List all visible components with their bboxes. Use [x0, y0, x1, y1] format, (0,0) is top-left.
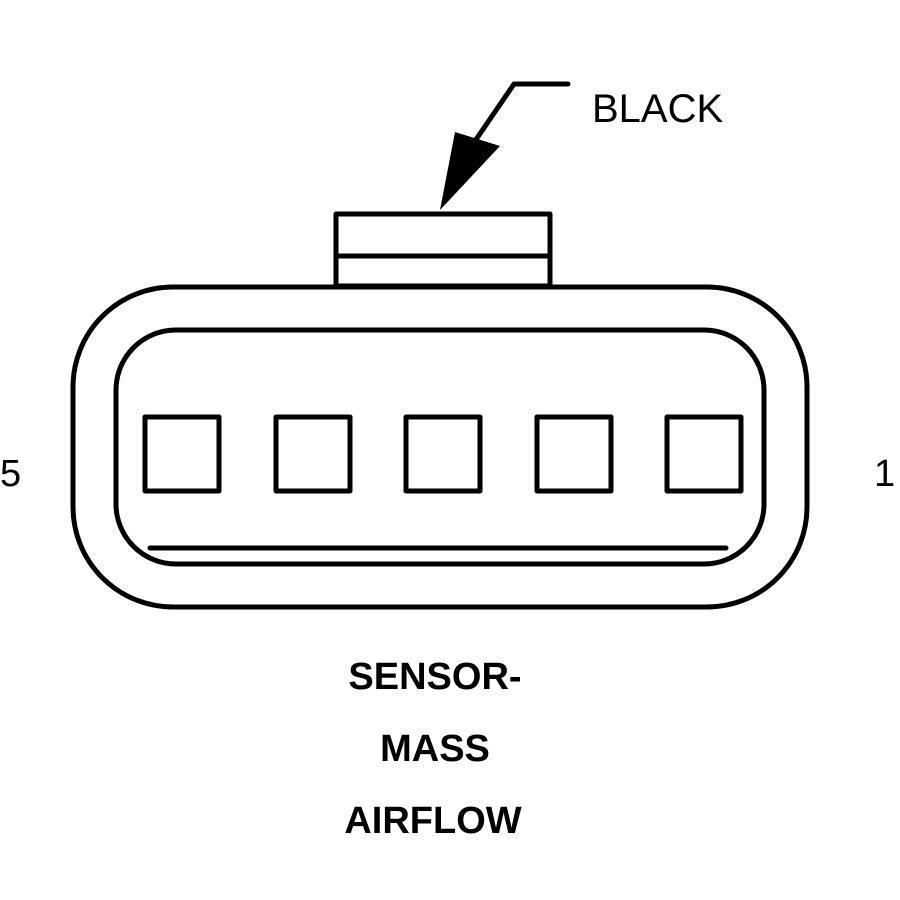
pin-cavity-4 [273, 414, 353, 494]
title-line-1: SENSOR- [348, 656, 521, 698]
connector-title: SENSOR- MASS AIRFLOW [344, 656, 521, 842]
leader-line [459, 81, 571, 163]
leader-arrowhead [440, 132, 500, 210]
pin-cavity-3 [403, 414, 483, 494]
wire-color-label: BLACK [592, 87, 723, 131]
pin-cavity-5 [142, 414, 222, 494]
connector-housing-inner [113, 327, 767, 567]
pin-cavity-1 [664, 414, 744, 494]
title-line-2: MASS [380, 728, 490, 770]
pin-cavity-2 [534, 414, 614, 494]
pin-1-label: 1 [874, 453, 895, 495]
pin-cavities [142, 414, 744, 494]
connector-latch [333, 211, 553, 289]
connector-housing-outer [70, 284, 810, 610]
latch-body [333, 211, 553, 289]
title-line-3: AIRFLOW [344, 800, 521, 842]
color-leader-arrow [440, 81, 571, 210]
pin-5-label: 5 [0, 453, 21, 495]
